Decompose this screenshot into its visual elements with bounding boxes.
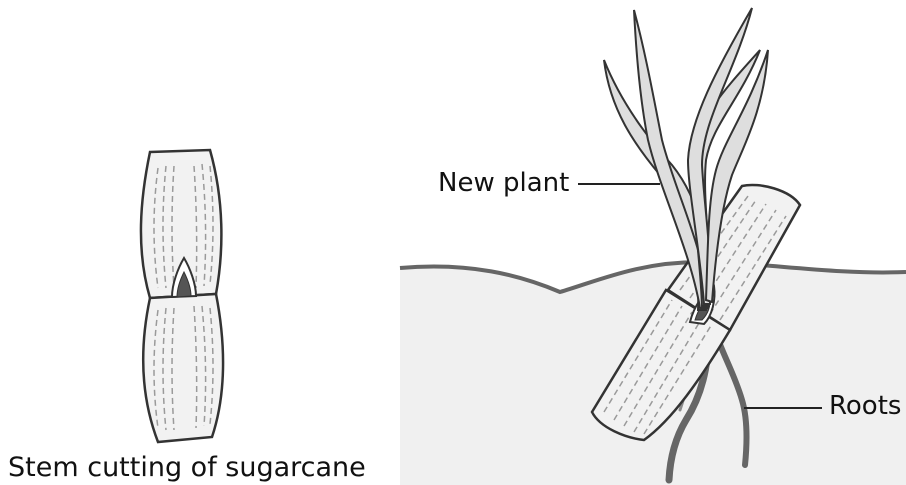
- new-plant-label: New plant: [438, 168, 569, 198]
- figure-caption: Stem cutting of sugarcane: [8, 452, 366, 483]
- stem-cutting: [141, 150, 223, 442]
- roots-label: Roots: [829, 391, 901, 421]
